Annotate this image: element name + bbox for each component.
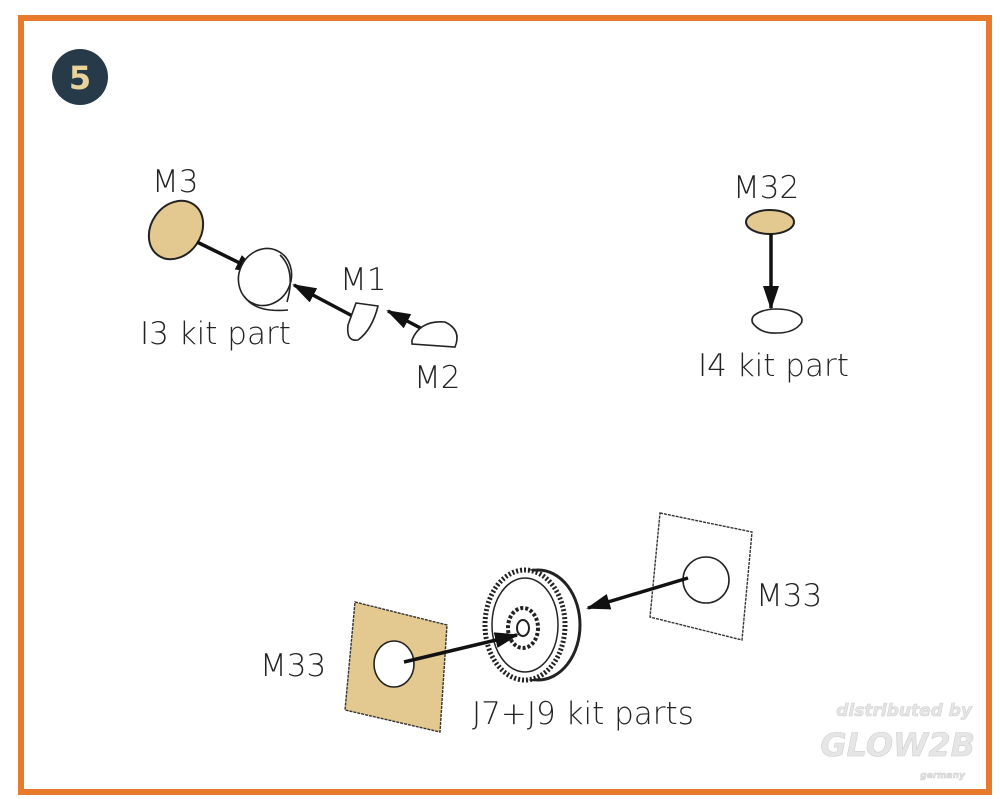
step-badge: 5 bbox=[52, 49, 108, 105]
i3-kit-part bbox=[237, 247, 293, 312]
arrow-m33-left-to-wheel bbox=[403, 632, 519, 664]
watermark-line1: distributed by bbox=[836, 701, 973, 721]
distributor-watermark: distributed by GLOW2B germany bbox=[820, 701, 975, 782]
m3-part bbox=[147, 199, 205, 261]
label-i3: I3 kit part bbox=[140, 316, 291, 352]
label-m1: M1 bbox=[340, 262, 386, 298]
m33-right-part bbox=[649, 512, 753, 641]
j7-j9-wheel bbox=[482, 567, 582, 683]
step-frame bbox=[18, 15, 992, 795]
m2-part bbox=[411, 321, 458, 348]
m32-part bbox=[745, 209, 795, 235]
step-number: 5 bbox=[69, 59, 91, 97]
watermark-country: germany bbox=[920, 771, 966, 781]
arrow-m1-to-i3 bbox=[292, 283, 361, 322]
label-m3: M3 bbox=[152, 164, 198, 200]
watermark-brand: GLOW2B bbox=[820, 726, 975, 764]
label-i4: I4 kit part bbox=[698, 348, 849, 384]
arrow-m33-right-to-wheel bbox=[586, 576, 689, 610]
label-m2: M2 bbox=[414, 360, 460, 396]
label-j7-j9: J7+J9 kit parts bbox=[472, 696, 694, 732]
label-m33-left: M33 bbox=[260, 648, 326, 684]
m33-left-part bbox=[344, 601, 448, 733]
i4-kit-part bbox=[751, 308, 803, 334]
label-m33-right: M33 bbox=[756, 578, 822, 614]
m1-part bbox=[346, 302, 379, 342]
label-m32: M32 bbox=[733, 170, 799, 206]
